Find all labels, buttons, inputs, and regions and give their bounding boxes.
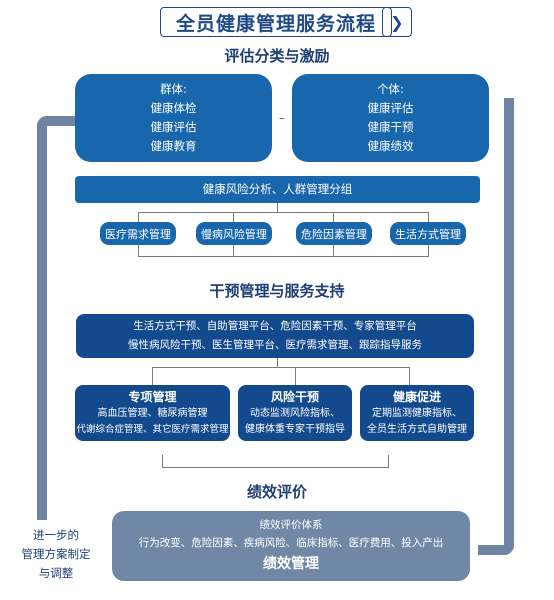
title-frame — [160, 7, 392, 37]
side-note-line: 管理方案制定 — [21, 546, 91, 561]
service-line: 健康体重专家干预指导 — [245, 423, 345, 435]
connector-line — [233, 212, 234, 222]
pill-lifestyle: 生活方式管理 — [390, 222, 466, 245]
service-line: 定期监测健康指标、 — [372, 407, 462, 419]
risk-analysis-label: 健康风险分析、人群管理分组 — [202, 182, 353, 196]
connector-line — [138, 212, 139, 222]
side-note-line: 与调整 — [38, 565, 74, 580]
feedback-loop-right-vertical — [504, 98, 514, 555]
evaluation-main-label: 绩效管理 — [263, 556, 319, 572]
service-line: 代谢综合症管理、其它医疗需求管理 — [76, 423, 229, 435]
pill-medical-demand: 医疗需求管理 — [100, 222, 176, 245]
connector-line — [152, 367, 409, 368]
evaluation-subtitle: 绩效评价体系 — [259, 519, 323, 531]
section-title-intervention: 干预管理与服务支持 — [209, 281, 345, 300]
feedback-loop-left-vertical — [37, 116, 47, 520]
service-line: 高血压管理、糖尿病管理 — [97, 407, 208, 419]
service-box-special: 专项管理 高血压管理、糖尿病管理 代谢综合症管理、其它医疗需求管理 — [75, 385, 230, 441]
connector-line — [428, 212, 429, 222]
group-item: 健康评估 — [150, 120, 197, 134]
pill-label: 医疗需求管理 — [105, 227, 171, 241]
connector-line — [162, 467, 389, 468]
individual-item: 健康绩效 — [367, 139, 414, 153]
connector-line — [277, 203, 278, 213]
connector-line — [162, 455, 163, 468]
individual-box: 个体: 健康评估 健康干预 健康绩效 — [292, 74, 489, 162]
platform-box: 生活方式干预、自助管理平台、危险因素干预、专家管理平台 慢性病风险干预、医生管理… — [76, 314, 474, 358]
evaluation-indicators: 行为改变、危险因素、疾病风险、临床指标、医疗费用、投入产出 — [138, 537, 444, 549]
individual-label: 个体: — [377, 82, 404, 96]
pill-label: 危险因素管理 — [301, 227, 367, 241]
connector-line — [152, 367, 153, 385]
connector-line — [333, 245, 334, 257]
connector-line — [138, 256, 429, 257]
individual-item: 健康评估 — [367, 101, 414, 115]
platform-line: 生活方式干预、自助管理平台、危险因素干预、专家管理平台 — [133, 320, 417, 332]
individual-item: 健康干预 — [367, 120, 414, 134]
pill-label: 生活方式管理 — [395, 227, 461, 241]
pill-label: 慢病风险管理 — [201, 227, 267, 241]
page-title: 全员健康管理服务流程 — [175, 12, 376, 35]
pill-chronic-risk: 慢病风险管理 — [196, 222, 272, 245]
group-label: 群体: — [160, 82, 187, 96]
chevron-right-icon[interactable]: ❯ — [382, 7, 412, 37]
connector-line — [138, 245, 139, 257]
group-item: 健康体检 — [150, 101, 197, 115]
service-box-risk: 风险干预 动态监测风险指标、 健康体重专家干预指导 — [238, 385, 352, 441]
platform-line: 慢性病风险干预、医生管理平台、医疗需求管理、跟踪指导服务 — [128, 339, 422, 351]
service-title: 健康促进 — [392, 389, 441, 404]
service-line: 全员生活方式自助管理 — [367, 423, 467, 435]
section-title-evaluation: 绩效评价 — [246, 482, 307, 501]
feedback-loop-right-bottom — [478, 545, 514, 555]
side-note: 进一步的 管理方案制定 与调整 — [8, 524, 104, 584]
group-box: 群体: 健康体检 健康评估 健康教育 — [75, 74, 272, 162]
connector-line — [295, 367, 296, 385]
service-line: 动态监测风险指标、 — [250, 407, 340, 419]
service-title: 专项管理 — [128, 389, 177, 404]
connector-line — [277, 358, 278, 368]
pill-risk-factor: 危险因素管理 — [296, 222, 372, 245]
risk-analysis-bar: 健康风险分析、人群管理分组 — [75, 176, 480, 203]
group-item: 健康教育 — [150, 139, 197, 153]
connector-line — [138, 212, 428, 213]
connector-dash: – — [279, 111, 285, 125]
service-box-promotion: 健康促进 定期监测健康指标、 全员生活方式自助管理 — [360, 385, 474, 441]
connector-line — [428, 245, 429, 257]
connector-line — [333, 212, 334, 222]
feedback-loop-left-top — [37, 116, 83, 126]
connector-line — [233, 245, 234, 257]
connector-line — [409, 367, 410, 385]
side-note-line: 进一步的 — [33, 527, 79, 542]
connector-line — [388, 455, 389, 468]
evaluation-box: 绩效评价体系 行为改变、危险因素、疾病风险、临床指标、医疗费用、投入产出 绩效管… — [112, 511, 470, 581]
service-title: 风险干预 — [270, 389, 319, 404]
section-title-assessment: 评估分类与激励 — [224, 46, 330, 65]
